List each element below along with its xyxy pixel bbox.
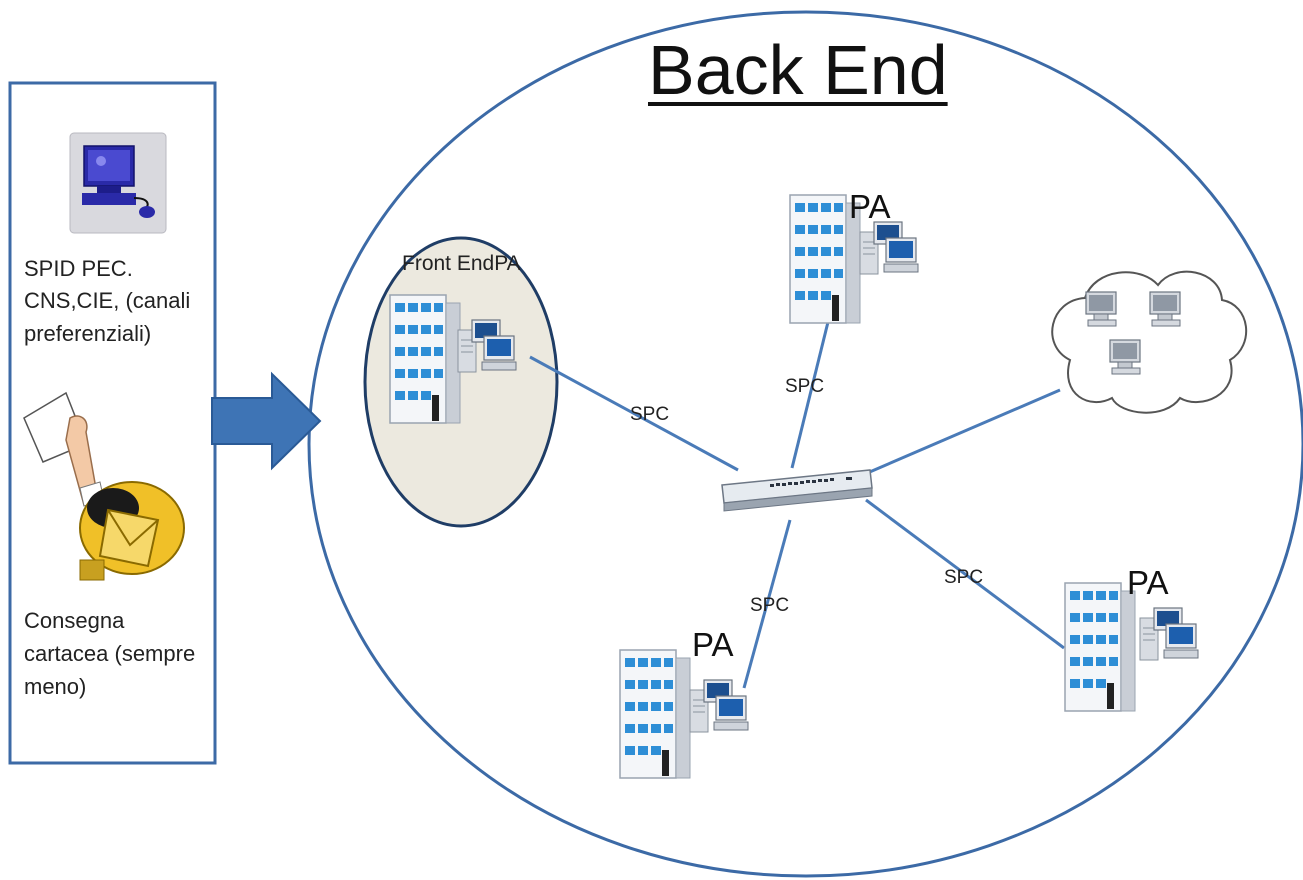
pa-label-bottom-left: PA — [692, 626, 734, 663]
pa-label-top: PA — [849, 188, 891, 225]
flow-arrow — [211, 371, 322, 471]
link-pa-top — [790, 321, 830, 469]
computer-icon — [69, 132, 167, 234]
building-icon — [1064, 582, 1136, 712]
building-icon — [389, 294, 461, 424]
delivery-text-line-2: cartacea (sempre — [24, 641, 196, 666]
diagram-title: Back End — [648, 31, 948, 109]
cloud-network-icon — [1051, 270, 1248, 414]
link-pa-bottom-right — [865, 498, 1065, 650]
pa-label-bottom-right: PA — [1127, 564, 1169, 601]
delivery-text-line-3: meno) — [24, 674, 87, 699]
channels-text-line-3: preferenziali) — [24, 321, 152, 346]
pa-bottom-right-building — [1064, 582, 1199, 712]
server-icon — [1139, 607, 1199, 661]
pa-bottom-left-building — [619, 649, 749, 779]
link-front-end — [529, 355, 739, 472]
spc-label-front-end: SPC — [630, 404, 670, 425]
network-switch-icon — [721, 469, 873, 512]
channels-text-line-1: SPID PEC. — [24, 256, 133, 281]
server-icon — [859, 221, 919, 275]
mail-delivery-icon — [23, 391, 185, 581]
spc-links — [529, 321, 1065, 689]
link-pa-bottom-left — [742, 519, 792, 689]
link-cloud — [864, 388, 1061, 476]
building-icon — [619, 649, 691, 779]
delivery-text-line-1: Consegna — [24, 608, 125, 633]
spc-label-bottom-right: SPC — [944, 567, 984, 588]
back-end-boundary — [307, 10, 1303, 878]
spc-label-bottom-left: SPC — [750, 595, 790, 616]
server-icon — [689, 679, 749, 733]
channels-text-line-2: CNS,CIE, (canali — [24, 288, 191, 313]
spc-label-top: SPC — [785, 376, 825, 397]
front-end-label: Front EndPA — [402, 252, 521, 275]
